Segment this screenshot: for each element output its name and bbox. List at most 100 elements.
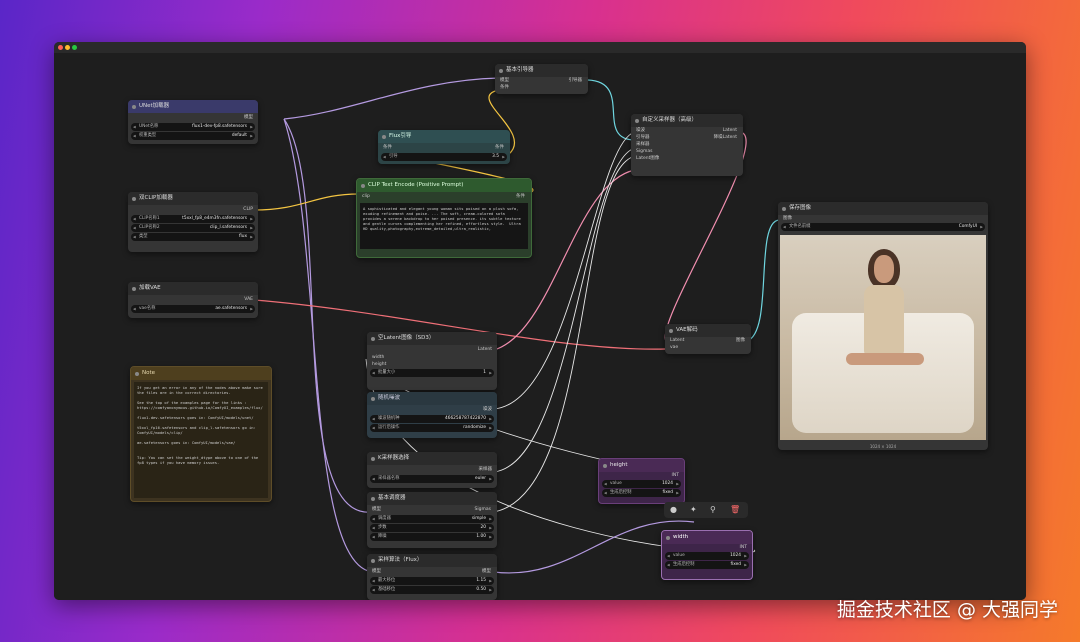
output-slot[interactable]: VAE <box>244 297 253 302</box>
vae-input-slot[interactable]: vae <box>670 345 679 350</box>
node-title: 基本调度器 <box>367 492 497 505</box>
guidance-widget[interactable]: 引导3.5 <box>381 153 507 161</box>
output-slot[interactable]: 条件 <box>495 145 504 150</box>
conditioning-input-slot[interactable]: 条件 <box>500 85 509 90</box>
widget-label: CLIP名称2 <box>139 225 160 230</box>
watermark: 掘金技术社区 @ 大强同学 <box>836 599 1058 621</box>
model-input-slot[interactable]: 模型模型 <box>367 567 497 576</box>
note-text[interactable]: If you get an error in any of the nodes … <box>134 382 268 498</box>
note-node[interactable]: Note If you get an error in any of the n… <box>130 366 272 502</box>
widget-value: default <box>231 133 247 138</box>
dual-clip-loader-node[interactable]: 双CLIP加载器 CLIP CLIP名称1t5xxl_fp8_e4m3fn.sa… <box>128 192 258 252</box>
filename-prefix-widget[interactable]: 文件名前缀 ComfyUI <box>781 223 985 231</box>
denoised-output-slot[interactable]: 降噪Latent <box>713 135 737 140</box>
unet-loader-node[interactable]: UNet加载器 模型 UNet名称flux1-dev-fp8.safetenso… <box>128 100 258 144</box>
widget-value: clip_l.safetensors <box>209 225 247 230</box>
widget-label: 权重类型 <box>139 133 157 138</box>
prompt-textarea[interactable]: A sophisticated and elegant young woman … <box>360 203 528 249</box>
latent-output-slot[interactable]: Latent <box>477 347 492 352</box>
image-input-slot[interactable]: 图像 <box>783 216 792 221</box>
output-slot[interactable]: 模型 <box>244 115 253 120</box>
latent-output-slot[interactable]: Latent <box>722 128 737 133</box>
int-output-slot[interactable]: INT <box>671 473 679 478</box>
minimize-window-button[interactable] <box>65 45 70 50</box>
guider-output-slot[interactable]: 引导器 <box>568 78 583 83</box>
clip-name2-widget[interactable]: CLIP名称2 clip_l.safetensors <box>131 224 255 232</box>
model-input-slot[interactable]: 模型 引导器 <box>495 77 588 84</box>
int-output-slot[interactable]: INT <box>739 545 747 550</box>
weight-dtype-widget[interactable]: 权重类型 default <box>131 132 255 140</box>
node-title: 自定义采样器（高级） <box>631 114 743 127</box>
widget-label: 文件名前缀 <box>789 224 811 229</box>
noise-output-slot[interactable]: 噪波 <box>483 407 492 412</box>
conditioning-slot[interactable]: 条件条件 <box>378 143 510 152</box>
color-palette-icon[interactable]: ● <box>670 505 677 514</box>
widget-value: simple <box>471 516 486 521</box>
guider-input-slot[interactable]: 引导器 降噪Latent <box>631 134 743 141</box>
maximize-window-button[interactable] <box>72 45 77 50</box>
height-input-slot[interactable]: height <box>372 362 387 367</box>
widget-value: fixed <box>730 562 742 567</box>
widget-value: 466258787422870 <box>444 416 486 421</box>
model-output-slot[interactable]: 模型 <box>482 569 491 574</box>
widget-value: flux <box>239 234 247 239</box>
widget-value: ComfyUI <box>958 224 977 229</box>
widget-label: 基础移位 <box>378 587 396 592</box>
trash-icon[interactable]: 🗑 <box>730 505 741 514</box>
slot-label: 模型 <box>500 78 509 83</box>
generated-image-preview[interactable] <box>780 235 986 440</box>
node-title: width <box>662 531 752 544</box>
pin-icon[interactable]: ⚲ <box>710 505 716 514</box>
image-output-slot[interactable]: 图像 <box>736 338 745 343</box>
close-window-button[interactable] <box>58 45 63 50</box>
denoise-widget[interactable]: 降噪1.00 <box>370 533 494 541</box>
magic-wand-icon[interactable]: ✦ <box>690 505 697 514</box>
width-input-slot[interactable]: width <box>372 355 385 360</box>
output-slot[interactable]: CLIP <box>243 207 253 212</box>
widget-label: 引导 <box>389 154 398 159</box>
widget-label: 降噪 <box>378 534 387 539</box>
conditioning-output-slot[interactable]: 条件 <box>516 194 525 199</box>
latent-input-slot[interactable]: Latent图像 <box>636 156 660 161</box>
sigmas-output-slot[interactable]: Sigmas <box>474 507 491 512</box>
slot-label: 引导器 <box>636 135 650 140</box>
sigmas-input-slot[interactable]: Sigmas <box>636 149 653 154</box>
basic-guider-node[interactable]: 基本引导器 模型引导器 条件 <box>495 64 588 94</box>
sampler-input-slot[interactable]: 采样器 <box>636 142 650 147</box>
sampler-output-slot[interactable]: 采样器 <box>478 467 493 472</box>
widget-value: 1.15 <box>476 578 486 583</box>
